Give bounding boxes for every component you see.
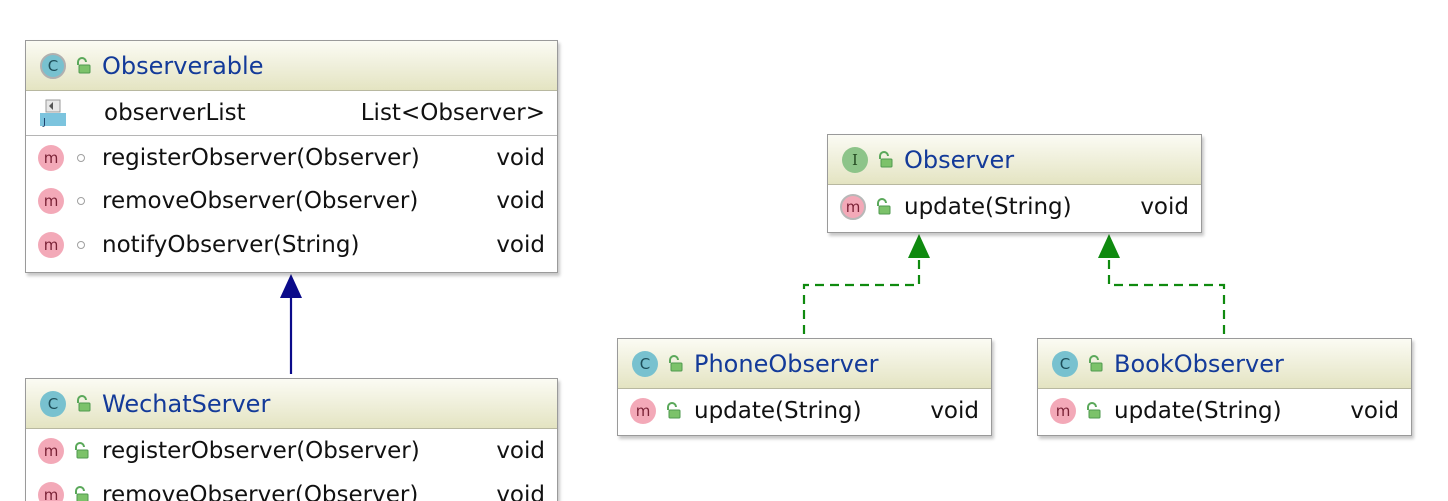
unlocked-lock-icon [669, 354, 683, 371]
class-name: Observerable [102, 51, 264, 80]
class-name: WechatServer [102, 389, 271, 418]
method-name: registerObserver(Observer) [102, 438, 420, 464]
method-return-type: void [496, 438, 545, 464]
method-name: update(String) [694, 398, 862, 424]
method-return-type: void [1140, 194, 1189, 220]
field-row[interactable]: J observerList List<Observer> [26, 91, 557, 135]
interface-observer[interactable]: I Observer m update(String) void [827, 134, 1202, 233]
circle-dot-icon [77, 153, 85, 162]
field-icon: J [40, 99, 66, 128]
realization-phoneobserver-observer [802, 234, 930, 334]
method-m-icon: m [38, 232, 64, 258]
class-header[interactable]: C Observerable [26, 41, 557, 91]
method-return-type: void [930, 398, 979, 424]
class-header[interactable]: I Observer [828, 135, 1201, 185]
method-row[interactable]: m update(String) void [828, 185, 1201, 229]
svg-text:J: J [42, 117, 46, 128]
method-return-type: void [496, 144, 545, 171]
field-name: observerList [104, 100, 246, 126]
class-name: Observer [904, 145, 1015, 174]
class-c-icon: C [632, 350, 658, 377]
method-return-type: void [496, 232, 545, 258]
unlocked-lock-icon [877, 198, 891, 215]
method-name: update(String) [904, 194, 1072, 220]
method-row[interactable]: m registerObserver(Observer) void [26, 135, 557, 179]
circle-dot-icon [77, 197, 85, 205]
method-m-icon: m [630, 398, 656, 424]
class-header[interactable]: C PhoneObserver [618, 339, 991, 389]
circle-dot-icon [77, 241, 85, 249]
unlocked-lock-icon [1089, 354, 1103, 371]
unlocked-lock-icon [77, 56, 91, 73]
class-name: BookObserver [1114, 349, 1284, 378]
method-return-type: void [496, 482, 545, 501]
class-header[interactable]: C BookObserver [1038, 339, 1411, 389]
class-name: PhoneObserver [694, 349, 879, 378]
unlocked-lock-icon [667, 402, 681, 419]
method-m-icon: m [38, 438, 64, 464]
method-m-icon: m [38, 144, 64, 171]
class-header[interactable]: C WechatServer [26, 379, 557, 429]
method-name: registerObserver(Observer) [102, 144, 420, 171]
method-row[interactable]: m removeObserver(Observer) void [26, 473, 557, 501]
method-row[interactable]: m removeObserver(Observer) void [26, 179, 557, 223]
class-bookobserver[interactable]: C BookObserver m update(String) void [1037, 338, 1412, 436]
method-m-icon: m [1050, 398, 1076, 424]
unlocked-lock-icon [77, 394, 91, 411]
method-row[interactable]: m registerObserver(Observer) void [26, 429, 557, 473]
method-m-icon: m [38, 188, 64, 214]
unlocked-lock-icon [879, 150, 893, 167]
class-phoneobserver[interactable]: C PhoneObserver m update(String) void [617, 338, 992, 436]
class-c-icon: C [1052, 350, 1078, 377]
method-return-type: void [496, 188, 545, 214]
realization-bookobserver-observer [1098, 234, 1226, 334]
interface-i-icon: I [842, 146, 868, 173]
method-m-icon: m [38, 482, 64, 501]
unlocked-lock-icon [1087, 402, 1101, 419]
method-name: removeObserver(Observer) [102, 188, 419, 214]
unlocked-lock-icon [75, 486, 89, 501]
method-return-type: void [1350, 398, 1399, 424]
class-c-icon: C [40, 390, 66, 417]
method-row[interactable]: m update(String) void [618, 389, 991, 433]
class-observerable[interactable]: C Observerable J observerList List<Obser… [25, 40, 558, 273]
method-name: update(String) [1114, 398, 1282, 424]
inheritance-wechatserver-observerable [280, 274, 302, 374]
unlocked-lock-icon [75, 442, 89, 459]
method-row[interactable]: m update(String) void [1038, 389, 1411, 433]
method-name: removeObserver(Observer) [102, 482, 419, 501]
method-m-icon: m [840, 194, 866, 220]
field-type: List<Observer> [360, 100, 545, 126]
class-c-icon: C [40, 52, 66, 79]
method-name: notifyObserver(String) [102, 232, 360, 258]
class-wechatserver[interactable]: C WechatServer m registerObserver(Observ… [25, 378, 558, 501]
method-row[interactable]: m notifyObserver(String) void [26, 223, 557, 267]
